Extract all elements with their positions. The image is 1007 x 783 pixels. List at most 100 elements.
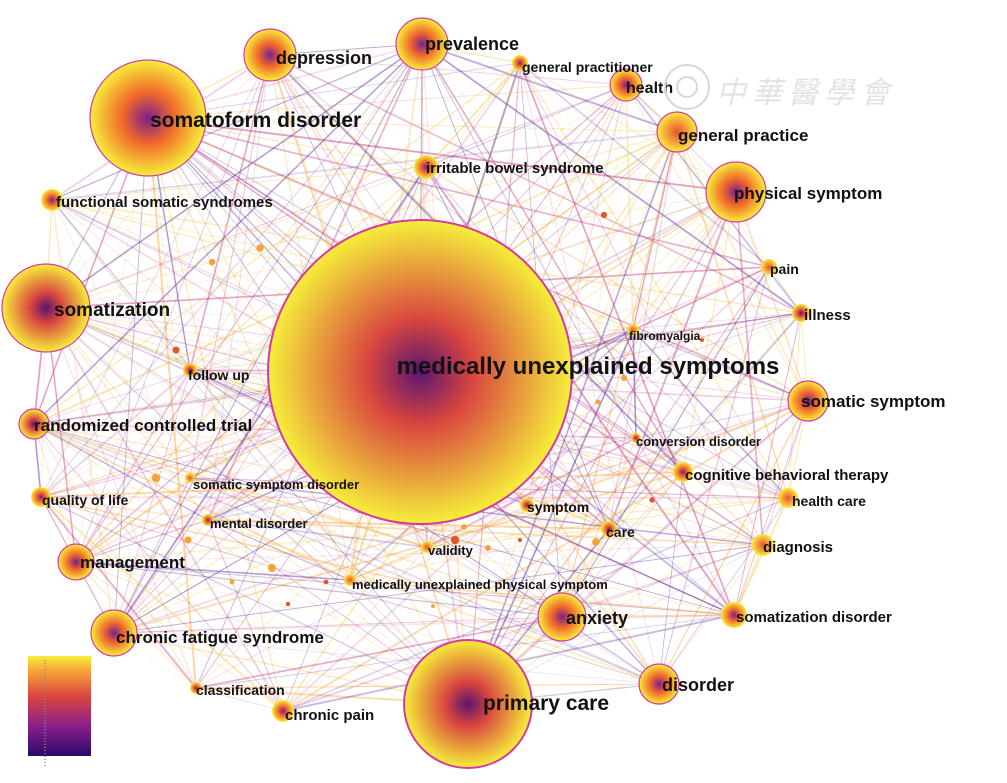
keyword-label: health care	[792, 493, 866, 509]
keyword-node	[721, 602, 747, 628]
network-edge	[33, 423, 563, 618]
keyword-label: somatization	[54, 300, 170, 321]
color-legend	[28, 656, 91, 766]
keyword-node	[89, 59, 207, 177]
network-edge	[75, 561, 660, 685]
keyword-label: somatic symptom	[801, 392, 946, 411]
network-edge	[467, 400, 809, 705]
network-edge	[608, 131, 678, 530]
network-edge	[45, 131, 678, 309]
minor-node	[184, 536, 192, 544]
keyword-node	[627, 324, 639, 336]
network-edge	[195, 616, 563, 689]
network-edge	[561, 84, 627, 618]
network-edge	[33, 423, 191, 479]
network-edge	[189, 477, 660, 685]
network-edge	[147, 117, 191, 479]
network-edge	[51, 199, 191, 479]
network-edge	[45, 307, 351, 581]
network-edge	[467, 312, 802, 705]
network-edge	[733, 400, 809, 616]
network-edge	[608, 312, 802, 530]
network-edge	[40, 496, 351, 581]
network-edge	[632, 131, 678, 331]
network-edge	[676, 131, 809, 402]
keyword-node	[787, 380, 829, 422]
keyword-node	[90, 609, 138, 657]
network-edge	[45, 166, 427, 309]
network-edge	[33, 423, 351, 581]
network-edge	[608, 266, 770, 530]
network-edge	[189, 477, 428, 548]
network-edge	[635, 400, 809, 439]
network-edge	[426, 546, 735, 616]
keyword-label: medically unexplained physical symptom	[352, 577, 608, 592]
keyword-node	[761, 259, 777, 275]
network-edge	[282, 266, 770, 712]
minor-node	[256, 244, 264, 252]
keyword-node	[414, 155, 438, 179]
network-edge	[526, 400, 809, 506]
keyword-node	[512, 55, 528, 71]
keyword-label: fibromyalgia	[629, 329, 701, 343]
network-edge	[40, 369, 191, 498]
network-edge	[425, 166, 809, 402]
network-edge	[51, 43, 423, 201]
keyword-node	[609, 68, 643, 102]
watermark: 中華醫學會	[664, 64, 964, 111]
network-edge	[113, 614, 735, 634]
network-edge	[147, 117, 197, 689]
network-edge	[421, 43, 802, 314]
keyword-node	[1, 263, 91, 353]
network-edge	[51, 199, 351, 581]
minor-node	[461, 524, 467, 530]
network-edge	[526, 504, 660, 685]
network-edge	[682, 191, 737, 473]
network-edge	[33, 423, 209, 521]
keyword-label: diagnosis	[763, 539, 833, 556]
keyword-label: medically unexplained symptoms	[397, 353, 780, 380]
network-edge	[75, 43, 423, 563]
network-edge	[467, 131, 678, 705]
minor-node	[267, 563, 277, 573]
watermark-text: 中華醫學會	[716, 76, 896, 111]
network-edge	[40, 496, 660, 685]
network-edge	[426, 528, 610, 548]
keyword-label: functional somatic syndromes	[56, 194, 273, 211]
network-edge	[561, 544, 764, 618]
keyword-label: conversion disorder	[636, 434, 761, 449]
label-layer: medically unexplained symptomssomatoform…	[34, 34, 946, 724]
minor-node	[323, 579, 329, 585]
network-edge	[526, 504, 764, 546]
network-edge	[421, 43, 678, 133]
network-edge	[421, 43, 637, 439]
network-edge	[658, 400, 809, 685]
network-edge	[269, 54, 627, 86]
network-edge	[625, 84, 634, 331]
network-edge	[635, 437, 789, 499]
keyword-node	[243, 28, 297, 82]
network-edge	[676, 131, 789, 499]
minor-node	[172, 346, 180, 354]
network-edge	[45, 43, 423, 309]
network-edge	[33, 43, 423, 425]
keyword-node	[673, 462, 693, 482]
network-edge	[45, 307, 469, 705]
network-edge	[632, 329, 809, 402]
network-edge	[467, 329, 634, 705]
keyword-label: chronic pain	[285, 707, 374, 724]
keyword-node	[41, 189, 63, 211]
network-edge	[147, 117, 678, 133]
network-edge	[519, 62, 764, 546]
keyword-label: anxiety	[566, 608, 628, 628]
network-edge	[75, 117, 149, 563]
keyword-node	[705, 161, 767, 223]
network-edge	[282, 400, 809, 712]
network-edge	[189, 43, 423, 371]
keyword-label: primary care	[483, 692, 609, 715]
network-edge	[762, 400, 809, 546]
minor-node	[229, 579, 235, 585]
keyword-node	[421, 541, 433, 553]
network-edge	[635, 437, 735, 616]
keyword-node	[601, 521, 617, 537]
